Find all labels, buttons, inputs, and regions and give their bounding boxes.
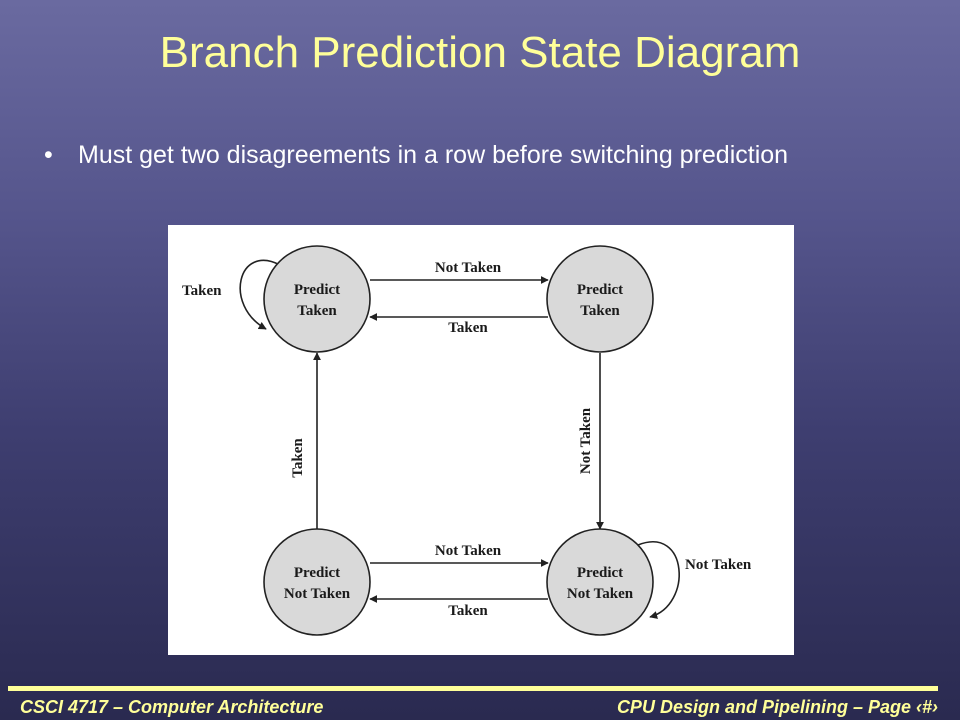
state-diagram-svg: Predict Taken Predict Taken Predict Not … [182, 245, 752, 636]
edge-label-br-to-bl: Taken [448, 603, 488, 619]
slide-title: Branch Prediction State Diagram [159, 28, 801, 77]
footer-divider [8, 686, 938, 691]
state-predict-taken-strong: Predict Taken [263, 245, 371, 353]
edge-arrow-tl-self [239, 259, 281, 330]
state-label-line2: Taken [297, 303, 337, 319]
state-label-line1: Predict [294, 282, 340, 298]
bullet-text: Must get two disagreements in a row befo… [78, 141, 789, 169]
state-diagram: Predict Taken Predict Taken Predict Not … [168, 225, 794, 655]
footer-page: CPU Design and Pipelining – Page ‹#› [616, 697, 938, 717]
bullet-item: • Must get two disagreements in a row be… [44, 138, 884, 173]
edge-arrow-br-self [637, 541, 680, 619]
state-label-line1: Predict [294, 565, 340, 581]
edge-label-tl-self: Taken [182, 283, 222, 299]
state-label-line1: Predict [577, 282, 623, 298]
edge-label-bl-to-br: Not Taken [435, 543, 502, 559]
state-label-line2: Taken [580, 303, 620, 319]
footer-course: CSCI 4717 – Computer Architecture [20, 697, 324, 717]
edge-label-tr-to-br: Not Taken [578, 407, 594, 474]
edge-label-tr-to-tl: Taken [448, 320, 488, 336]
edge-label-tl-to-tr: Not Taken [435, 260, 502, 276]
state-predict-taken-weak: Predict Taken [546, 245, 654, 353]
state-label-line2: Not Taken [284, 586, 351, 602]
state-label-line1: Predict [577, 565, 623, 581]
edge-label-br-self: Not Taken [685, 557, 752, 573]
edge-label-bl-to-tl: Taken [290, 438, 306, 478]
state-predict-not-taken-strong: Predict Not Taken [546, 528, 654, 636]
state-label-line2: Not Taken [567, 586, 634, 602]
state-predict-not-taken-weak: Predict Not Taken [263, 528, 371, 636]
bullet-dot: • [44, 141, 53, 169]
bullet-list: • Must get two disagreements in a row be… [44, 138, 884, 173]
